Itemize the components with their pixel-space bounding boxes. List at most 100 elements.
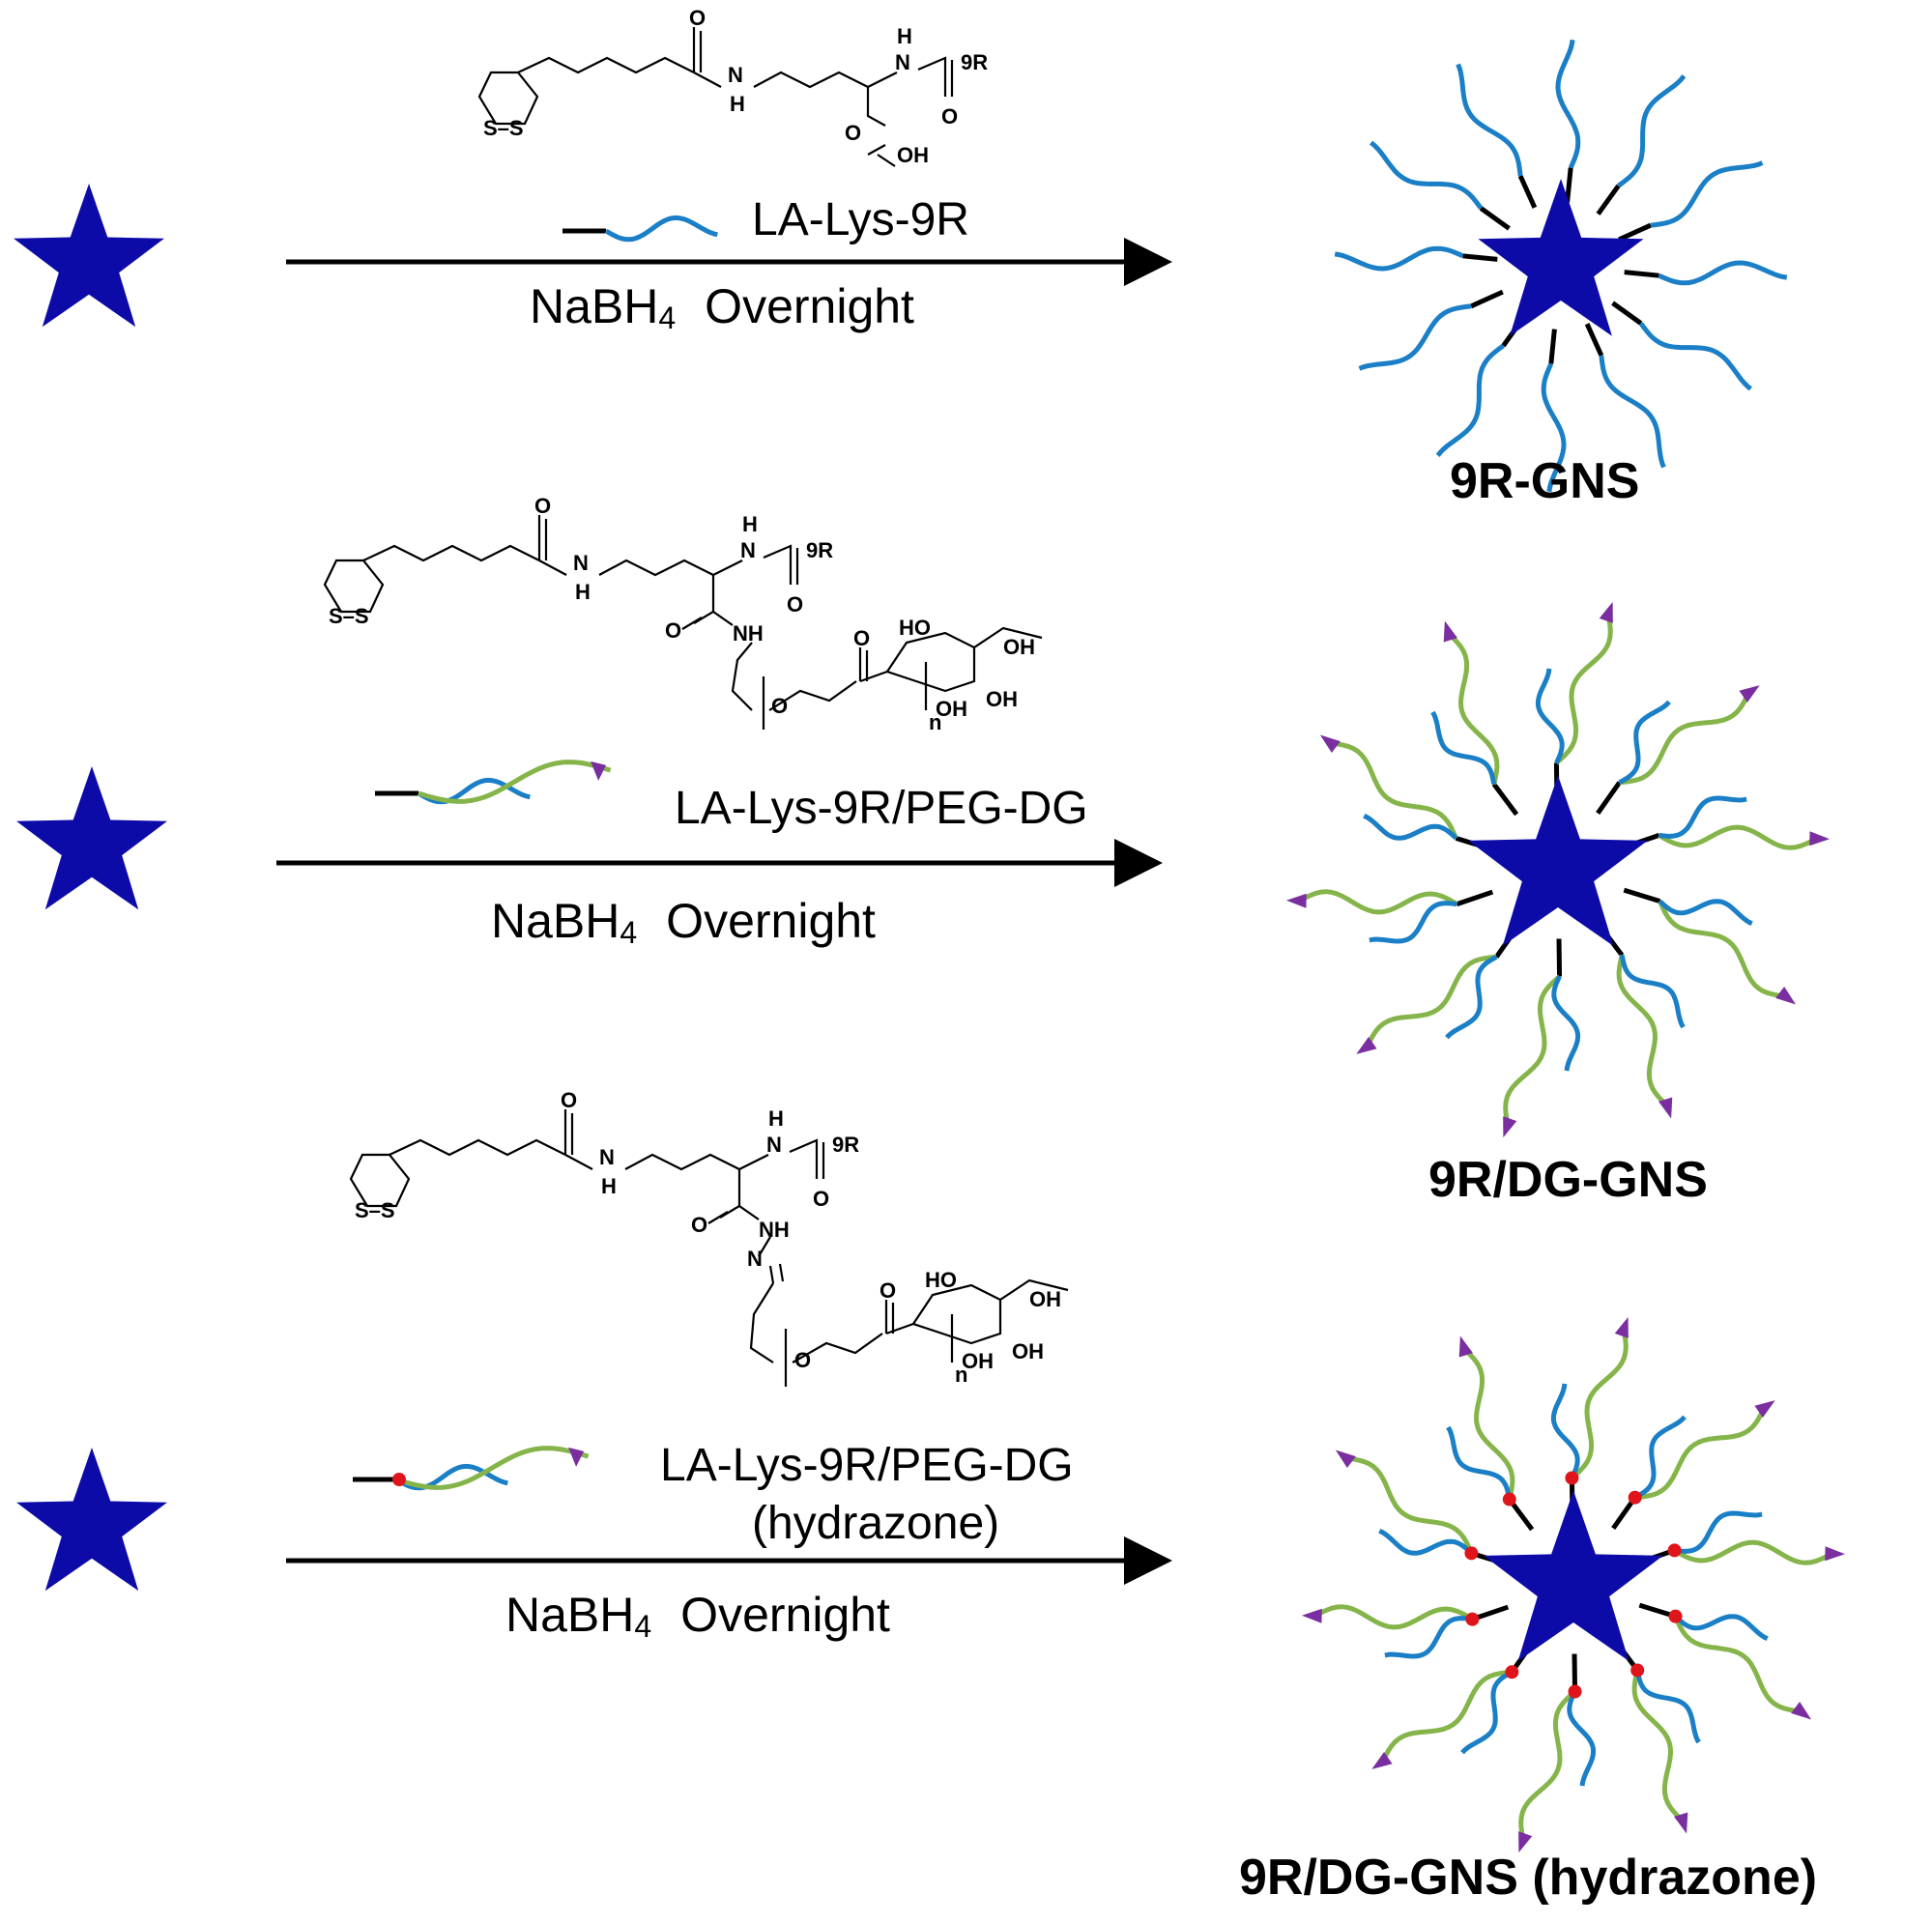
peg-chain: [1462, 1347, 1515, 1501]
peptide-chain: [1460, 1670, 1514, 1755]
atom-nh: NH: [733, 621, 764, 646]
atom-o: O: [813, 1187, 829, 1211]
product-label: 9R/DG-GNS: [1428, 1152, 1708, 1208]
gold-nanostar-core: [1468, 775, 1648, 946]
peg-chain: [1631, 1669, 1685, 1823]
linker-line: [1491, 783, 1519, 817]
atom-oh: OH: [962, 1349, 994, 1373]
reaction-2: S–S O N H H N 9R O O NH O O n HO OH OH O…: [16, 494, 1831, 1208]
chemical-structure-la-lys-9r-peg-dg-hydrazone: S–S O N H H N 9R O O NH N O O n HO OH OH…: [349, 1088, 1069, 1387]
atom-oh: OH: [897, 143, 929, 167]
hydrazone-bond-dot: [1628, 1490, 1642, 1505]
atom-o: O: [771, 694, 788, 718]
peptide-chain: [1674, 1510, 1763, 1554]
chemical-structure-la-lys-9r: S–S O N H H N 9R O O OH: [477, 6, 988, 167]
dg-ligand-head: [568, 1447, 585, 1467]
hydrazone-bond-dot: [1464, 1546, 1479, 1561]
peg-chain: [395, 1446, 590, 1490]
reagent-label: LA-Lys-9R: [752, 194, 969, 245]
peg-chain: [1365, 954, 1497, 1048]
linker-line: [1517, 174, 1538, 209]
dg-ligand-head: [1739, 685, 1760, 703]
dg-ligand-head: [1674, 1812, 1688, 1834]
dg-ligand-head: [1614, 1316, 1629, 1338]
peptide-chain: [604, 215, 718, 243]
gold-nanostar-reactant: [16, 766, 167, 910]
peptide-chain: [1358, 303, 1472, 371]
atom-n: N: [747, 1247, 763, 1271]
dg-ligand-head: [1285, 893, 1307, 908]
atom-o: O: [787, 592, 803, 617]
peg-chain: [1298, 889, 1458, 915]
dg-ligand-head: [1458, 1335, 1473, 1358]
product-9r-gns: [1334, 39, 1788, 493]
dg-ligand-head: [1825, 1546, 1846, 1562]
atom-o: O: [665, 618, 681, 643]
atom-o: O: [845, 121, 861, 145]
atom-oh: OH: [936, 697, 967, 721]
peg-chain: [1619, 692, 1751, 786]
linker-line: [1548, 329, 1557, 364]
linker-line: [1556, 938, 1563, 977]
dg-ligand-head: [1775, 987, 1797, 1005]
peptide-chain: [1384, 1616, 1473, 1659]
peg-chain: [1658, 824, 1818, 850]
peptide-chain: [1599, 355, 1666, 469]
hydrazone-bond-dot: [392, 1473, 406, 1486]
peptide-chain: [1334, 245, 1464, 272]
atom-oh: OH: [1003, 635, 1035, 659]
reagent-icon: [353, 1446, 590, 1491]
gold-nanostar-reactant: [16, 1448, 167, 1592]
hydrazone-bond-dot: [1630, 1663, 1645, 1678]
peg-chain: [1634, 1407, 1767, 1501]
linker-line: [1565, 167, 1573, 203]
gold-nanostar-reactant: [14, 184, 164, 328]
peg-chain: [1673, 1615, 1802, 1714]
atom-o: O: [941, 104, 958, 129]
reagent-icon: [375, 760, 612, 805]
product-label: 9R/DG-GNS (hydrazone): [1239, 1850, 1817, 1906]
linker-line: [1611, 301, 1643, 326]
atom-o: O: [691, 1213, 707, 1237]
peg-chain: [1330, 740, 1458, 840]
peptide-chain: [1617, 74, 1687, 188]
linker-line: [1596, 184, 1621, 215]
atom-ho: HO: [899, 616, 931, 640]
atom-o: O: [879, 1278, 896, 1303]
peg-chain: [1503, 974, 1562, 1126]
atom-s-s: S–S: [483, 116, 524, 140]
atom-ho: HO: [925, 1268, 957, 1292]
linker-line: [1479, 206, 1511, 231]
reagent-label-suffix: (hydrazone): [752, 1498, 999, 1549]
hydrazone-bond-dot: [1667, 1543, 1682, 1558]
atom-n: N: [740, 538, 756, 562]
peg-chain: [1380, 1669, 1513, 1763]
peptide-chain: [1550, 1383, 1580, 1479]
atom-9r: 9R: [961, 50, 988, 74]
linker-line: [1596, 781, 1622, 816]
atom-9r: 9R: [806, 538, 833, 562]
peptide-chain: [1446, 1425, 1513, 1501]
atom-s-s: S–S: [329, 604, 369, 628]
hydrazone-bond-dot: [1568, 1684, 1582, 1699]
peg-chain: [1673, 1539, 1833, 1565]
atom-n: N: [728, 63, 743, 87]
product-label: 9R-GNS: [1450, 453, 1639, 509]
peptide-chain: [1370, 140, 1484, 210]
dg-ligand-head: [1335, 1449, 1356, 1468]
atom-oh: OH: [1012, 1339, 1044, 1363]
dg-ligand-head: [1503, 1116, 1517, 1138]
dg-ligand-head: [1356, 1037, 1377, 1054]
atom-o: O: [534, 494, 551, 518]
linker-line: [1469, 289, 1504, 309]
peptide-chain: [1535, 668, 1565, 764]
dg-ligand-head: [1809, 831, 1831, 847]
peptide-chain: [1634, 1669, 1701, 1744]
peptide-chain: [1551, 975, 1581, 1072]
peptide-chain: [1363, 814, 1458, 841]
atom-h: H: [742, 512, 758, 536]
peg-chain: [1658, 900, 1786, 999]
